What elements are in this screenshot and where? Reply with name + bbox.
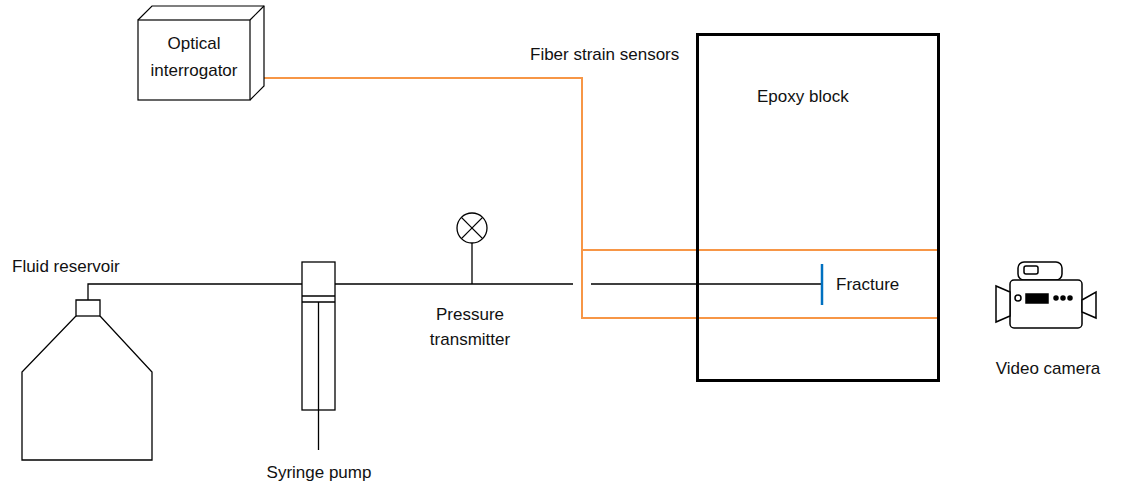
camera-detail — [1024, 266, 1038, 274]
cube-front — [138, 20, 250, 100]
video-camera-icon — [996, 262, 1096, 328]
bottle-outline — [8, 256, 168, 462]
bottle-cap-line — [76, 315, 100, 316]
node-label: Optical interrogator — [142, 30, 246, 84]
component-label: Video camera — [988, 356, 1108, 381]
tube-connector — [88, 284, 302, 300]
cube-depth — [138, 6, 264, 100]
camera-dot — [1015, 295, 1021, 301]
camera-handle — [1018, 262, 1062, 280]
cube-edge — [250, 6, 264, 20]
camera-body — [1010, 280, 1082, 328]
gauge-cross — [461, 217, 482, 238]
edge-label: Fiber strain sensors — [528, 42, 681, 67]
plunger-rod — [318, 302, 319, 450]
fiber-line — [696, 249, 940, 251]
camera-screen — [1026, 294, 1048, 303]
node-label: Syringe pump — [254, 462, 384, 484]
tube-connector — [335, 283, 696, 284]
plunger-line — [302, 295, 335, 296]
cube-outline — [138, 6, 265, 104]
fluid-reservoir: Fluid reservoir — [8, 256, 168, 462]
component-label: Pressure transmitter — [415, 302, 525, 352]
node-label: Fluid reservoir — [12, 256, 120, 278]
camera-dot — [1068, 296, 1072, 300]
bottle-outline — [22, 300, 152, 460]
gauge-stem — [471, 243, 472, 284]
pump-outline — [254, 256, 384, 492]
pressure-gauge — [457, 213, 487, 284]
camera-dot — [1061, 296, 1065, 300]
gauge-cross — [461, 217, 482, 238]
interrogator-box: Optical interrogator — [138, 6, 265, 104]
camera-back — [1082, 292, 1096, 318]
gauge-circle — [457, 213, 487, 243]
epoxy-block: Epoxy block — [696, 33, 940, 382]
syringe-pump: Syringe pump — [254, 256, 384, 492]
injection-tube — [696, 283, 822, 284]
fracture-line — [821, 264, 824, 305]
node-label: Epoxy block — [757, 86, 849, 108]
component-label: Fracture — [836, 272, 926, 297]
fiber-connector — [262, 78, 696, 250]
camera-lens — [996, 286, 1010, 322]
camera-dot — [1054, 296, 1058, 300]
